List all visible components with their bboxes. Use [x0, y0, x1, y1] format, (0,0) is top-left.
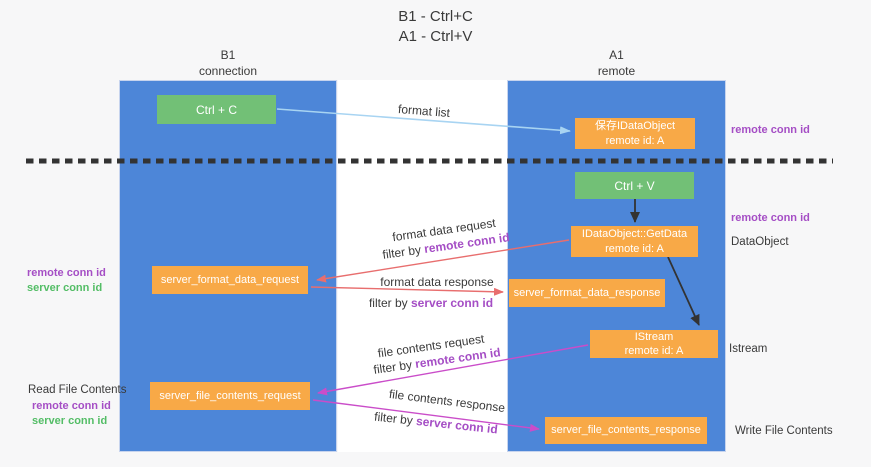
server-format-data-request-node: server_format_data_request: [152, 266, 308, 294]
server-format-data-response-node: server_format_data_response: [509, 279, 665, 307]
server-file-contents-request-node: server_file_contents_request: [150, 382, 310, 410]
server-conn-id-label-left-1: server conn id: [27, 281, 103, 294]
remote-conn-id-label-right-1: remote conn id: [731, 124, 810, 136]
idataobject-getdata-line2: remote id: A: [605, 242, 664, 255]
filter-by-server-conn-id-label-1: filter by server conn id: [369, 296, 493, 310]
lane-b1-name: B1: [220, 48, 236, 62]
istream-node: IStream remote id: A: [590, 330, 718, 358]
save-idataobject-node: 保存IDataObject remote id: A: [575, 118, 695, 149]
idataobject-getdata-line1: IDataObject::GetData: [581, 228, 688, 241]
ctrl-v-label: Ctrl + V: [614, 178, 655, 193]
server-format-data-response-label: server_format_data_response: [513, 286, 661, 299]
read-file-contents-label: Read File Contents: [28, 384, 127, 396]
server-format-data-request-label: server_format_data_request: [160, 273, 300, 286]
filter-by-text: filter by: [368, 296, 408, 310]
server-file-contents-response-label: server_file_contents_response: [551, 424, 701, 437]
lane-b1-header: B1 connection: [119, 48, 337, 79]
diagram-title-line1: B1 - Ctrl+C: [398, 8, 473, 25]
write-file-contents-label: Write File Contents: [735, 425, 833, 437]
ctrl-v-node: Ctrl + V: [575, 172, 694, 199]
istream-side-label: Istream: [729, 343, 768, 355]
server-conn-id-text: server conn id: [411, 296, 494, 310]
istream-line1: IStream: [634, 330, 674, 343]
server-file-contents-response-node: server_file_contents_response: [545, 417, 707, 444]
format-data-response-label: format data response: [380, 275, 494, 289]
remote-conn-id-label-left-2: remote conn id: [32, 400, 111, 412]
save-idataobject-line2: remote id: A: [605, 134, 665, 147]
lane-a1-name: A1: [609, 48, 624, 62]
lane-a1-header: A1 remote: [507, 48, 726, 79]
remote-conn-id-label-left-1: remote conn id: [27, 267, 106, 279]
dataobject-label: DataObject: [731, 236, 789, 248]
diagram-title: B1 - Ctrl+C A1 - Ctrl+V: [0, 7, 871, 46]
ctrl-c-label: Ctrl + C: [195, 102, 237, 117]
save-idataobject-line1: 保存IDataObject: [594, 120, 676, 133]
diagram-title-line2: A1 - Ctrl+V: [398, 27, 473, 45]
server-conn-id-label-left-2: server conn id: [32, 414, 108, 427]
lane-b1-subtitle: connection: [198, 63, 258, 78]
idataobject-getdata-node: IDataObject::GetData remote id: A: [571, 226, 698, 257]
ctrl-c-node: Ctrl + C: [157, 95, 276, 124]
server-file-contents-request-label: server_file_contents_request: [159, 389, 301, 402]
remote-conn-id-label-right-2: remote conn id: [731, 212, 810, 224]
lane-a1-subtitle: remote: [597, 63, 636, 78]
istream-line2: remote id: A: [624, 345, 684, 357]
conn-id-legend-middle: remote conn id server conn id: [27, 266, 106, 296]
conn-id-legend-bottom: remote conn id server conn id: [32, 399, 111, 429]
